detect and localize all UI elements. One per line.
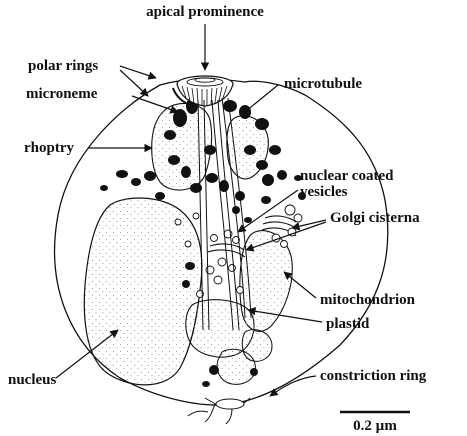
label-plastid: plastid [326,316,369,332]
arrow-constriction-ring [270,376,316,396]
label-polar-rings: polar rings [28,58,98,74]
nucleus-shape [84,198,202,385]
label-rhoptry: rhoptry [24,140,74,156]
label-nuclear-coated-vesicles-line1: nuclear coated [300,168,393,184]
apical-complex [173,76,233,106]
label-apical-prominence: apical prominence [140,4,270,20]
label-golgi-cisterna: Golgi cisterna [330,210,420,226]
arrow-microtubule [240,85,278,116]
label-constriction-ring: constriction ring [320,368,426,384]
scale-bar-label: 0.2 µm [340,418,410,434]
label-microtubule: microtubule [284,76,362,92]
arrow-polar-rings-1 [120,66,156,78]
lower-lobe-2 [242,330,272,362]
arrow-microneme [132,96,178,112]
label-nuclear-coated-vesicles-line2: vesicles [300,184,347,200]
label-microneme: microneme [26,86,97,102]
label-nucleus: nucleus [8,372,56,388]
label-mitochondrion: mitochondrion [320,292,415,308]
constriction-ring-shape [216,399,244,409]
